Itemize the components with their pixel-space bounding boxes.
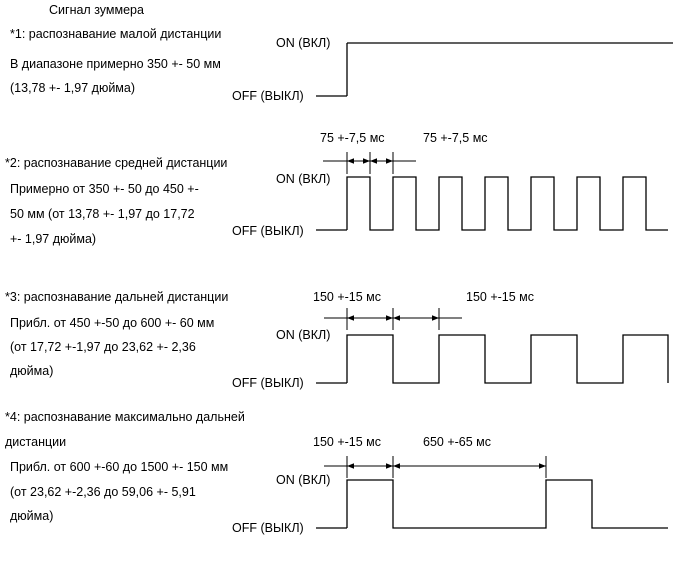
- section-3-on-label: ON (ВКЛ): [276, 328, 330, 342]
- section-4-desc-line-3: дюйма): [10, 509, 54, 523]
- section-3-desc-line-3: дюйма): [10, 364, 54, 378]
- section-4-timing-label-off: 650 +-65 мс: [423, 435, 491, 449]
- section-4-heading-cont: дистанции: [5, 435, 67, 449]
- section-4-heading: *4: распознавание максимально дальней: [5, 410, 245, 424]
- section-3-pulse-train: [346, 334, 669, 384]
- section-2-timing-label-off: 75 +-7,5 мс: [423, 131, 488, 145]
- section-2-desc-line-3: +- 1,97 дюйма): [10, 232, 97, 246]
- section-4-pulse-train: [346, 479, 668, 529]
- section-1-heading: *1: распознавание малой дистанции: [10, 27, 222, 41]
- section-2-timing-label-on: 75 +-7,5 мс: [320, 131, 385, 145]
- section-2-heading: *2: распознавание средней дистанции: [5, 156, 228, 170]
- section-1-desc-line-2: (13,78 +- 1,97 дюйма): [10, 81, 136, 95]
- section-1-desc-line-1: В диапазоне примерно 350 +- 50 мм: [10, 57, 221, 71]
- section-2-pulse-train: [346, 176, 668, 231]
- section-4-desc-line-2: (от 23,62 +-2,36 до 59,06 +- 5,91: [10, 485, 196, 499]
- section-3-desc-line-1: Прибл. от 450 +-50 до 600 +- 60 мм: [10, 316, 215, 330]
- section-2-desc-line-2: 50 мм (от 13,78 +- 1,97 до 17,72: [10, 207, 195, 221]
- section-4-timing-label-on: 150 +-15 мс: [313, 435, 381, 449]
- section-3-off-label: OFF (ВЫКЛ): [232, 376, 304, 390]
- section-3-desc-line-2: (от 17,72 +-1,97 до 23,62 +- 2,36: [10, 340, 196, 354]
- section-3-timing-label-on: 150 +-15 мс: [313, 290, 381, 304]
- section-3-heading: *3: распознавание дальней дистанции: [5, 290, 229, 304]
- diagram-title: Сигнал зуммера: [49, 3, 144, 17]
- section-1-off-label: OFF (ВЫКЛ): [232, 89, 304, 103]
- section-2-on-label: ON (ВКЛ): [276, 172, 330, 186]
- section-2-desc-line-1: Примерно от 350 +- 50 до 450 +-: [10, 182, 199, 196]
- section-2-off-label: OFF (ВЫКЛ): [232, 224, 304, 238]
- section-4-off-label: OFF (ВЫКЛ): [232, 521, 304, 535]
- section-4-desc-line-1: Прибл. от 600 +-60 до 1500 +- 150 мм: [10, 460, 229, 474]
- section-4-on-label: ON (ВКЛ): [276, 473, 330, 487]
- section-3-timing-label-off: 150 +-15 мс: [466, 290, 534, 304]
- section-1-on-label: ON (ВКЛ): [276, 36, 330, 50]
